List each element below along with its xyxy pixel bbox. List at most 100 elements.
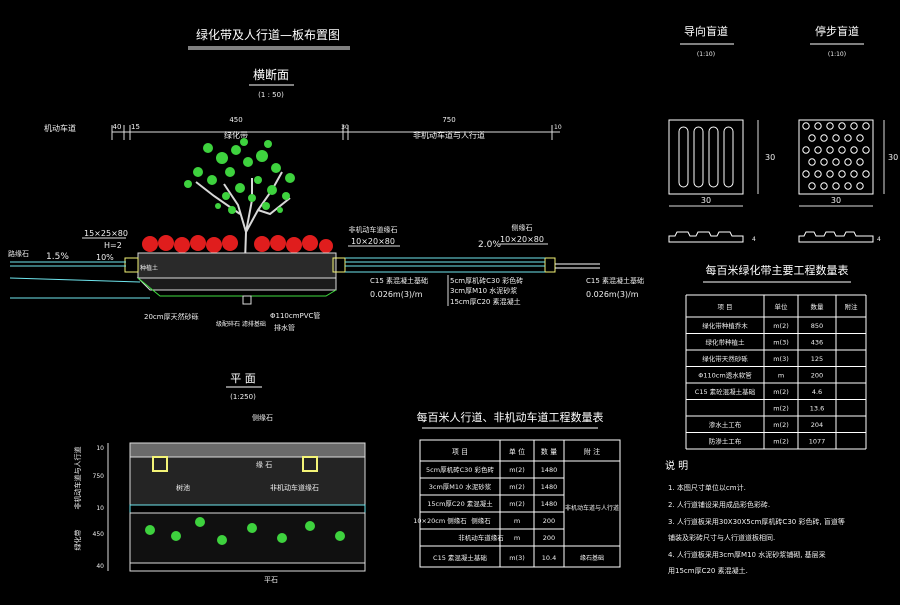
table-cell: 200 (811, 372, 823, 380)
svg-text:非机动车道缘石: 非机动车道缘石 (349, 225, 398, 234)
svg-text:m(2): m(2) (509, 466, 525, 474)
svg-text:附 注: 附 注 (584, 447, 600, 456)
tactile-dot (838, 122, 846, 130)
svg-text:Φ110cmPVC管: Φ110cmPVC管 (270, 311, 320, 320)
green-table-title: 每百米绿化带主要工程数量表 (706, 263, 849, 277)
tactile-dot (862, 146, 870, 154)
tactile-dot (856, 134, 864, 142)
svg-text:5cm厚机砖C30 彩色砖: 5cm厚机砖C30 彩色砖 (450, 276, 523, 285)
svg-text:2. 人行道铺设采用成品彩色彩砖.: 2. 人行道铺设采用成品彩色彩砖. (668, 500, 770, 509)
section-scale: (1 : 50) (258, 91, 284, 99)
svg-text:侧缘石: 侧缘石 (512, 223, 533, 232)
svg-text:4: 4 (752, 236, 756, 243)
svg-text:1.5%: 1.5% (46, 252, 69, 262)
svg-text:非机动车道与人行道: 非机动车道与人行道 (565, 504, 619, 512)
tactile-dot (808, 158, 816, 166)
svg-text:路缘石: 路缘石 (8, 249, 29, 258)
svg-text:侧缘石: 侧缘石 (471, 516, 491, 525)
tactile-dot (814, 170, 822, 178)
tactile-dot (826, 146, 834, 154)
svg-text:3cm厚M10 水泥砂浆: 3cm厚M10 水泥砂浆 (429, 482, 492, 491)
tactile-dot (838, 170, 846, 178)
table-cell: 1077 (809, 438, 826, 446)
svg-text:10: 10 (554, 124, 562, 131)
tactile-dot (844, 158, 852, 166)
table-cell: m (778, 372, 784, 380)
svg-text:非机动车道与人行道: 非机动车道与人行道 (73, 447, 82, 510)
tactile-dot (844, 134, 852, 142)
tactile-dot (850, 146, 858, 154)
table-header: 单位 (775, 302, 789, 311)
table-cell: 绿化带种植土 (706, 338, 746, 347)
svg-text:200: 200 (543, 534, 555, 542)
table-cell: m(2) (773, 405, 789, 413)
tactile-dot (814, 146, 822, 154)
svg-text:10×20×80: 10×20×80 (500, 235, 544, 244)
table-cell: m(2) (773, 438, 789, 446)
left-road-label: 机动车道 (44, 123, 76, 133)
table-cell: C15 素砼混凝土基础 (695, 387, 756, 396)
svg-text:铺装及彩砖尺寸与人行道道板相同.: 铺装及彩砖尺寸与人行道道板相同. (668, 533, 775, 542)
table-header: 附注 (845, 302, 859, 311)
svg-text:m(2): m(2) (509, 483, 525, 491)
svg-text:4: 4 (877, 236, 881, 243)
tactile-dot (820, 182, 828, 190)
table-cell: m(2) (773, 388, 789, 396)
svg-text:平石: 平石 (264, 576, 278, 584)
svg-text:2.0%: 2.0% (478, 240, 501, 250)
svg-text:30: 30 (888, 153, 898, 162)
svg-text:m: m (514, 534, 520, 542)
svg-text:C15 素混凝土基础: C15 素混凝土基础 (370, 276, 428, 285)
walk-table-title: 每百米人行道、非机动车道工程数量表 (417, 410, 604, 424)
svg-text:10%: 10% (96, 253, 114, 262)
svg-text:10.4: 10.4 (542, 554, 556, 562)
svg-text:0.026m(3)/m: 0.026m(3)/m (370, 290, 423, 299)
svg-text:单 位: 单 位 (509, 447, 525, 456)
walk-table: 项 目 单 位 数 量 附 注 5cm厚机砖C30 彩色砖 m(2) 1480 … (413, 439, 621, 568)
table-cell: 850 (811, 322, 823, 330)
svg-text:C15 素混凝土基础: C15 素混凝土基础 (433, 553, 487, 562)
svg-text:(1:10): (1:10) (697, 51, 715, 58)
notes-block: 说 明 1. 本图尺寸单位以cm计. 2. 人行道铺设采用成品彩色彩砖. 3. … (665, 459, 845, 575)
svg-text:用15cm厚C20 素混凝土.: 用15cm厚C20 素混凝土. (668, 566, 748, 575)
tactile-dot (832, 134, 840, 142)
tactile-dot (826, 122, 834, 130)
svg-text:20cm厚天然砂砾: 20cm厚天然砂砾 (144, 312, 199, 321)
tactile-dot (820, 158, 828, 166)
guide-tile: 30 30 4 (668, 119, 775, 243)
shrub-row (142, 235, 333, 253)
table-cell: 4.6 (812, 388, 822, 396)
section-title: 横断面 (253, 67, 289, 82)
svg-text:树池: 树池 (176, 483, 190, 492)
main-title: 绿化带及人行道—板布置图 (196, 27, 340, 42)
table-cell: m(3) (773, 355, 789, 363)
tactile-dot (814, 122, 822, 130)
tactile-dot (808, 134, 816, 142)
table-cell: m(2) (773, 322, 789, 330)
svg-text:10: 10 (96, 445, 104, 452)
svg-text:15cm厚C20 素混凝土: 15cm厚C20 素混凝土 (427, 499, 493, 508)
svg-text:1480: 1480 (541, 500, 558, 508)
svg-text:绿化带: 绿化带 (73, 530, 82, 551)
table-cell: m(3) (773, 339, 789, 347)
svg-text:5cm厚机砖C30 彩色砖: 5cm厚机砖C30 彩色砖 (426, 465, 494, 474)
svg-text:15: 15 (131, 123, 140, 131)
table-cell: 防渗土工布 (709, 437, 742, 446)
svg-text:200: 200 (543, 517, 555, 525)
svg-text:30: 30 (831, 196, 841, 205)
svg-text:450: 450 (229, 116, 242, 124)
svg-text:3cm厚M10 水泥砂浆: 3cm厚M10 水泥砂浆 (450, 286, 517, 295)
svg-text:450: 450 (93, 531, 105, 538)
svg-text:750: 750 (93, 473, 105, 480)
svg-text:1. 本图尺寸单位以cm计.: 1. 本图尺寸单位以cm计. (668, 483, 746, 492)
svg-text:级配碎石 滤排基础: 级配碎石 滤排基础 (216, 320, 266, 328)
warn-tile: 30 30 4 (798, 119, 898, 243)
svg-text:缘石基础: 缘石基础 (580, 554, 604, 562)
tactile-dot (862, 122, 870, 130)
svg-text:750: 750 (442, 116, 455, 124)
plan-title: 平 面 (230, 372, 256, 385)
svg-text:15×25×80: 15×25×80 (84, 229, 128, 238)
svg-text:40: 40 (96, 563, 104, 570)
tactile-dot (820, 134, 828, 142)
